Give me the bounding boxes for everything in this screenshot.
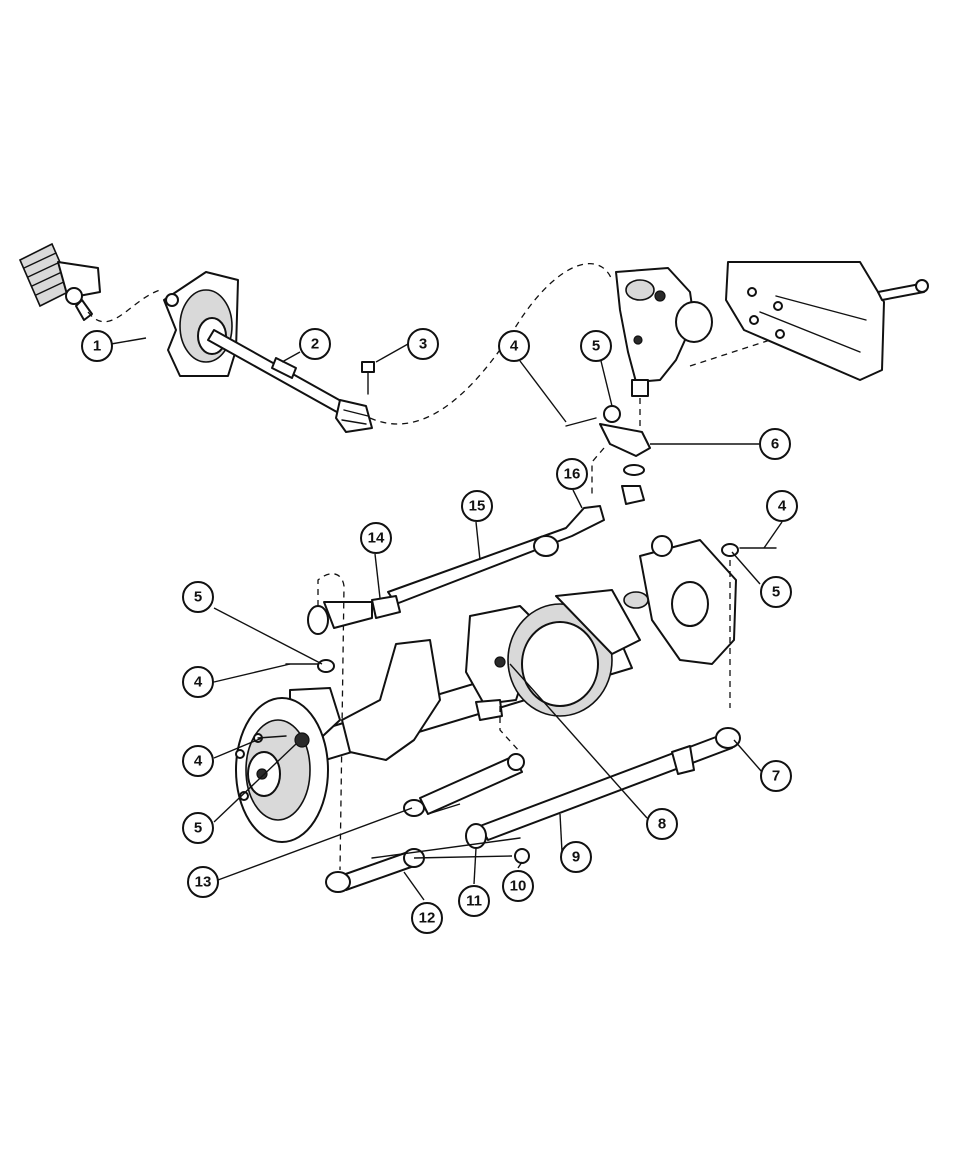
dash-panel-plate xyxy=(163,271,239,377)
callout-leaders xyxy=(110,337,783,901)
callout-10: 10 xyxy=(502,870,534,902)
callout-5-left-upper: 5 xyxy=(182,581,214,613)
callout-4-label: 4 xyxy=(510,338,519,355)
steering-shaft-coupler xyxy=(18,242,101,321)
callout-4-right: 4 xyxy=(766,490,798,522)
callout-12-label: 12 xyxy=(419,910,436,927)
right-ball-joint xyxy=(721,543,777,557)
callout-16-label: 16 xyxy=(564,466,581,483)
callout-1-label: 1 xyxy=(93,338,101,355)
left-knuckle-rotor xyxy=(235,639,441,843)
callout-4-left-upper: 4 xyxy=(182,666,214,698)
callout-15-label: 15 xyxy=(469,498,486,515)
callout-10-label: 10 xyxy=(510,878,527,895)
steering-damper xyxy=(403,699,525,817)
callout-8-label: 8 xyxy=(658,816,666,833)
callout-5-left-upper-label: 5 xyxy=(194,589,202,606)
callout-5: 5 xyxy=(580,330,612,362)
pitman-arm xyxy=(599,405,651,505)
intermediate-shaft xyxy=(207,329,373,433)
drag-link xyxy=(307,505,605,635)
callout-12: 12 xyxy=(411,902,443,934)
left-pin-nut xyxy=(257,659,335,739)
callout-5-right-label: 5 xyxy=(772,584,780,601)
dashed-guide-2 xyxy=(369,263,613,425)
callout-7: 7 xyxy=(760,760,792,792)
callout-6: 6 xyxy=(759,428,791,460)
callout-7-label: 7 xyxy=(772,768,780,785)
clamp-leader xyxy=(413,855,513,859)
callout-9: 9 xyxy=(560,841,592,873)
callout-13-label: 13 xyxy=(195,874,212,891)
callout-5-right: 5 xyxy=(760,576,792,608)
callout-2-label: 2 xyxy=(311,336,319,353)
callout-11-label: 11 xyxy=(466,893,482,910)
callout-14: 14 xyxy=(360,522,392,554)
callout-11: 11 xyxy=(458,885,490,917)
callout-15: 15 xyxy=(461,490,493,522)
callout-3: 3 xyxy=(407,328,439,360)
callout-4-left-lower-label: 4 xyxy=(194,753,203,770)
callout-4-left-upper-label: 4 xyxy=(194,674,203,691)
callout-4-left-lower: 4 xyxy=(182,745,214,777)
dashed-guide-1 xyxy=(87,289,161,323)
callout-5-left-lower: 5 xyxy=(182,812,214,844)
dashed-guide-5 xyxy=(317,573,345,871)
cotter-pin-top xyxy=(565,417,597,427)
callout-4: 4 xyxy=(498,330,530,362)
callout-4-right-label: 4 xyxy=(778,498,787,515)
damper-leader xyxy=(427,803,461,815)
dashed-guide-damper xyxy=(499,706,521,753)
steering-gear xyxy=(615,267,713,397)
callout-14-label: 14 xyxy=(368,530,385,547)
callout-1: 1 xyxy=(81,330,113,362)
callout-9-label: 9 xyxy=(572,849,580,866)
tie-rod xyxy=(465,727,741,849)
callout-8: 8 xyxy=(646,808,678,840)
callout-16: 16 xyxy=(556,458,588,490)
pinch-bolt xyxy=(361,361,375,395)
callout-5-label: 5 xyxy=(592,338,600,355)
frame-rail xyxy=(725,261,929,381)
callout-2: 2 xyxy=(299,328,331,360)
callout-3-label: 3 xyxy=(419,336,427,353)
dashed-guide-frame xyxy=(689,339,771,367)
callout-5-left-lower-label: 5 xyxy=(194,820,202,837)
callout-13: 13 xyxy=(187,866,219,898)
adjuster-clamp xyxy=(325,837,530,893)
callout-6-label: 6 xyxy=(771,436,779,453)
dashed-guide-4 xyxy=(591,447,605,496)
